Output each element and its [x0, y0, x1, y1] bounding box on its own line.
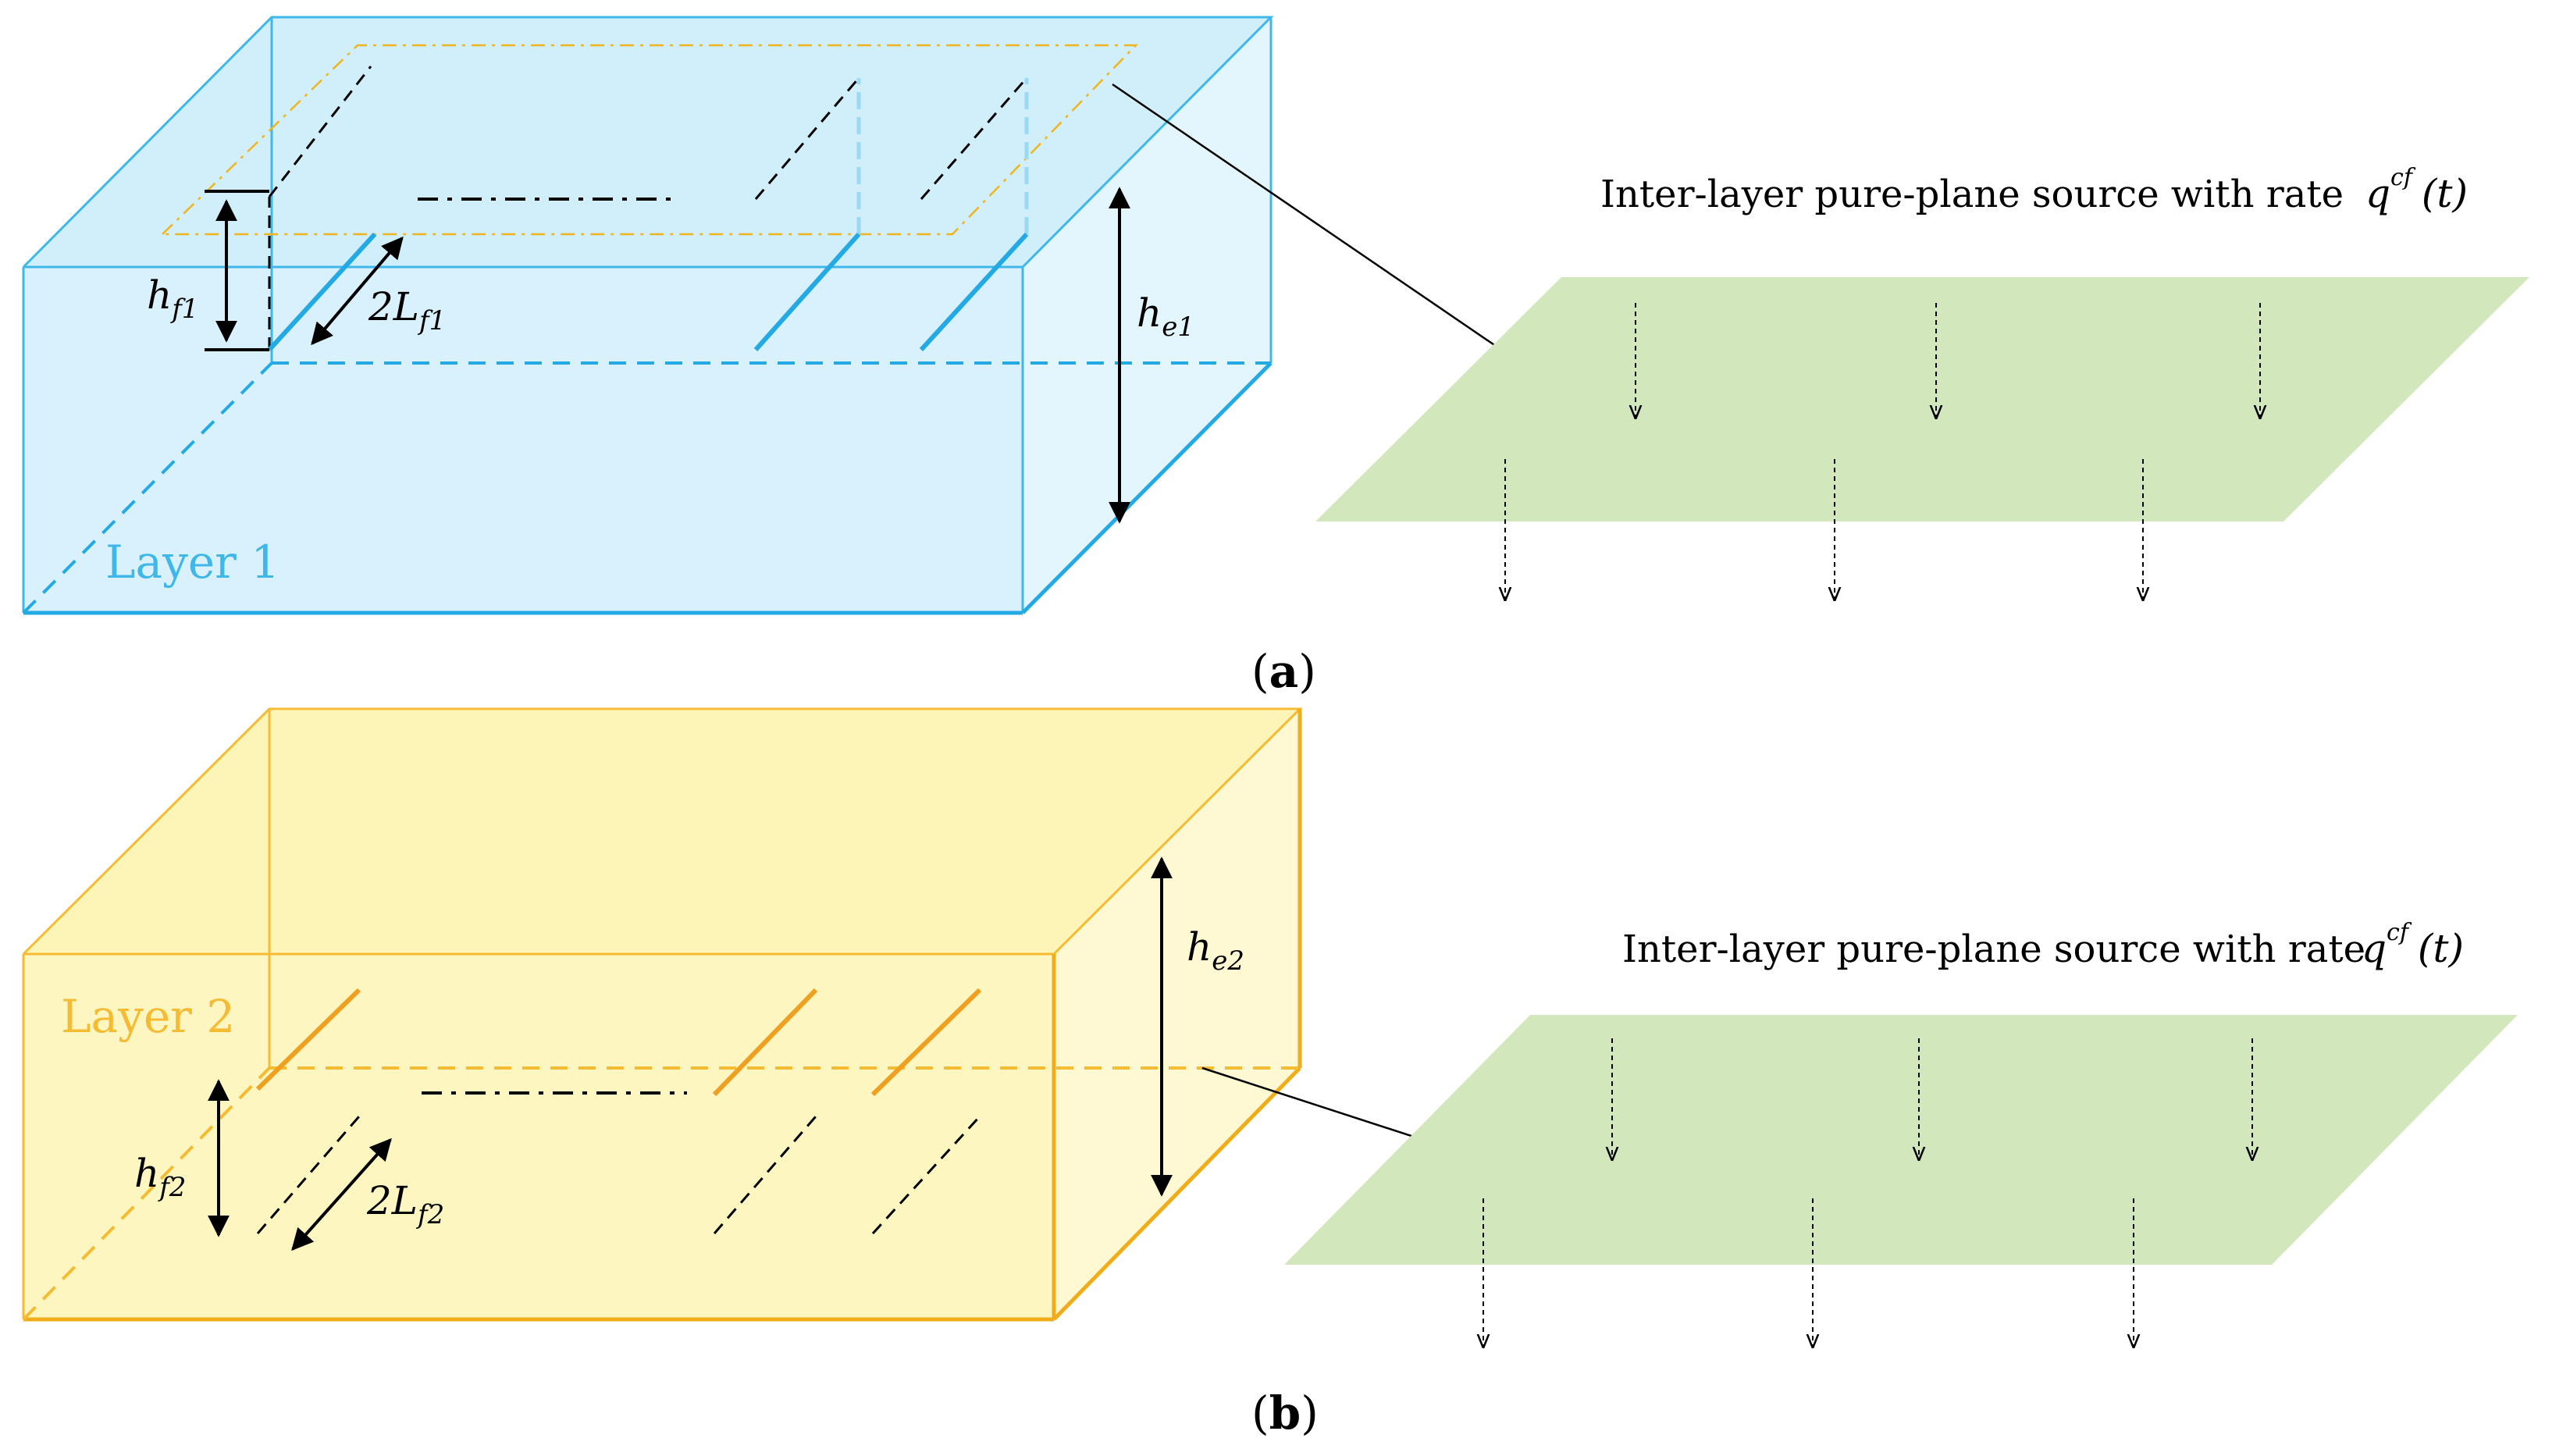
panel-label-b: (b) — [1251, 1387, 1319, 1440]
layer-1-fracture-2 — [753, 77, 861, 351]
layer-2-hf-label: hf2 — [134, 1151, 186, 1203]
source-plane-b-surface — [1284, 1015, 2518, 1265]
layer-1-front-face — [23, 267, 1023, 613]
layer-1-hf-label: hf1 — [147, 272, 198, 325]
layer-1-fracture-plane-outline — [159, 44, 1138, 236]
source-caption-b: Inter-layer pure-plane source with rate — [1622, 927, 2365, 971]
layer-1-he-label: he1 — [1137, 290, 1194, 343]
layer-1-side-face — [1023, 17, 1271, 613]
source-caption-a: Inter-layer pure-plane source with rate — [1600, 173, 2344, 216]
layer-2-front-face — [23, 954, 1054, 1319]
source-rate-a: qcf(t) — [2365, 164, 2468, 216]
layer-2-side-face — [1054, 709, 1300, 1319]
panel-label-a: (a) — [1251, 645, 1316, 698]
layer-2-fracture-1 — [255, 988, 361, 1234]
layer-2-lf-arrow — [291, 1137, 392, 1251]
layer-1-lf-label: 2Lf1 — [368, 284, 446, 336]
layer-2-top-face — [23, 709, 1300, 954]
source-plane-a-surface — [1315, 277, 2529, 522]
layer-1-fracture-3 — [919, 77, 1029, 352]
source-plane-b: Inter-layer pure-plane source with rate … — [1284, 919, 2518, 1347]
layer-1-lf-arrow — [311, 236, 404, 346]
layer-2-label: Layer 2 — [61, 990, 235, 1043]
layer-2-lf-label: 2Lf2 — [366, 1178, 444, 1230]
layer-1-block: hf1 2Lf1 he1 Layer 1 — [22, 16, 1274, 615]
layer-1-label: Layer 1 — [105, 536, 279, 589]
layer-2-fracture-3 — [870, 988, 982, 1235]
layer-2-block: hf2 2Lf2 he2 Layer 2 — [22, 707, 1303, 1322]
layer-1-top-face — [23, 17, 1271, 267]
layer-1-to-source-arrow — [1112, 83, 1522, 365]
layer-2-fracture-2 — [712, 988, 818, 1234]
layer-2-he-label: he2 — [1187, 924, 1244, 977]
layer-1-hf-dimension — [205, 190, 269, 351]
source-plane-a: Inter-layer pure-plane source with rate … — [1315, 164, 2529, 600]
source-rate-b: qcf(t) — [2362, 919, 2464, 971]
